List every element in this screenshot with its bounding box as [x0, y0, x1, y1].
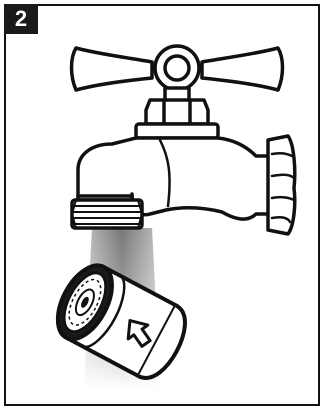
filter-cartridge-icon: [47, 257, 196, 387]
faucet-icon: [72, 46, 295, 234]
